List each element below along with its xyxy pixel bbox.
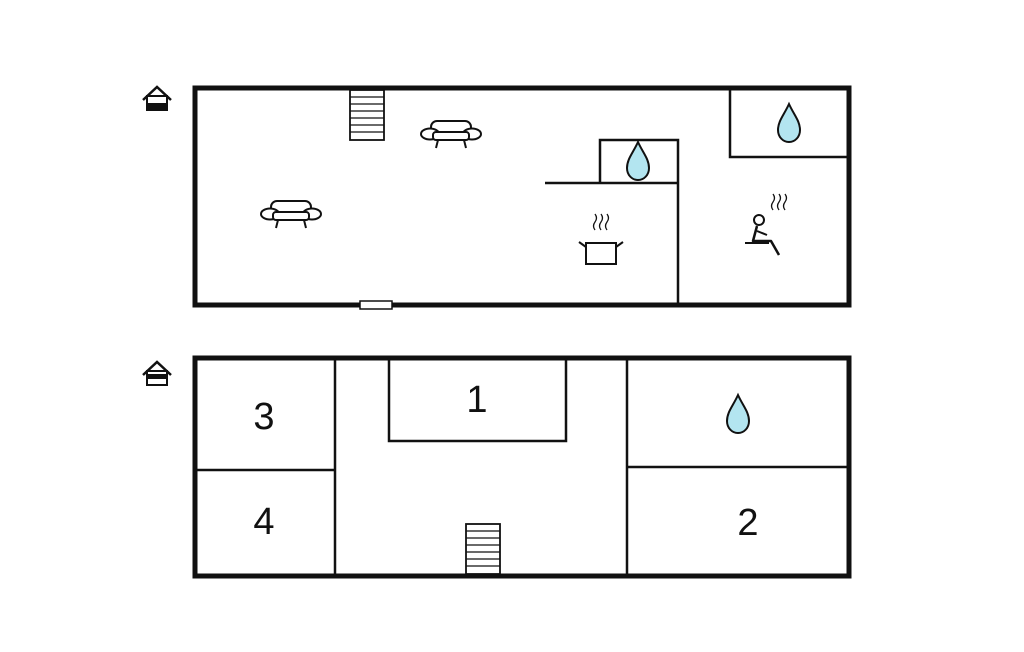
room-1-wall (387, 358, 568, 443)
kitchen-wall (598, 138, 680, 305)
house-floor-upper-icon (141, 360, 173, 387)
water-drop-icon (777, 103, 801, 143)
stairs-icon (465, 523, 501, 575)
door-icon (359, 300, 393, 310)
room-label-2: 2 (737, 502, 758, 544)
water-drop-icon (726, 394, 750, 434)
room-label-3: 3 (253, 396, 274, 438)
stairs-icon (349, 89, 385, 141)
room-label-1: 1 (466, 379, 487, 421)
ground-floor (141, 85, 852, 310)
sofa-icon (420, 120, 482, 149)
water-drop-icon (626, 141, 650, 181)
bathroom-wall (728, 88, 849, 159)
sauna-icon (745, 193, 788, 256)
ground-floor-outer-wall (192, 85, 852, 308)
house-floor-ground-icon (141, 85, 173, 112)
sofa-icon (260, 200, 322, 229)
cooking-pot-icon (578, 213, 624, 265)
upper-floor: 1 2 3 4 (141, 355, 852, 579)
room-label-4: 4 (253, 501, 274, 543)
